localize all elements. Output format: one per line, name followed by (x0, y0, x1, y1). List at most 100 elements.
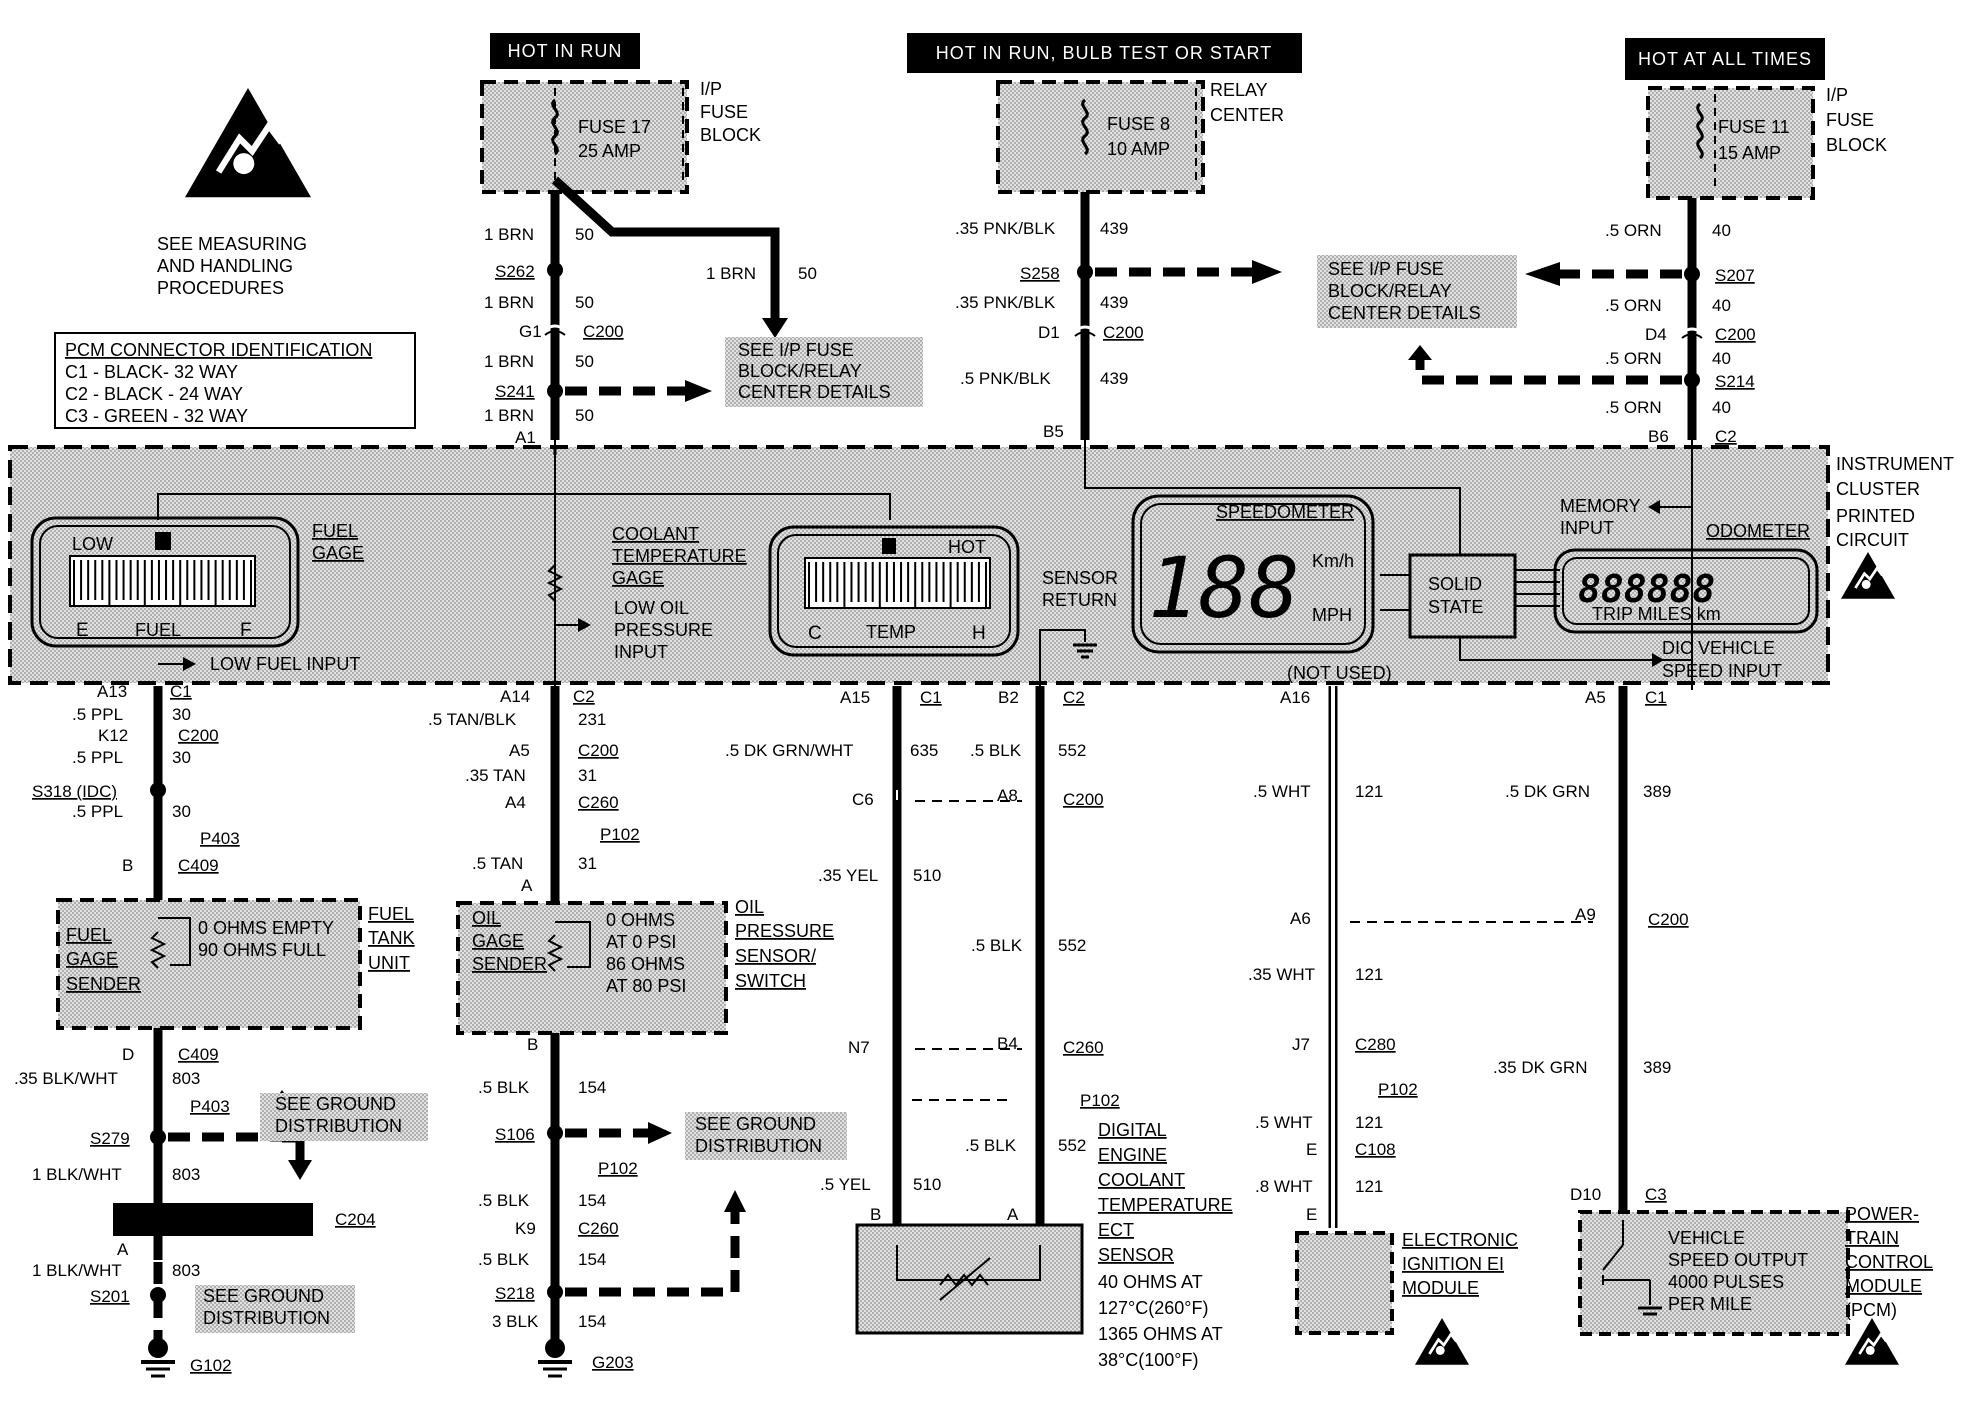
svg-text:FUSE: FUSE (1826, 110, 1874, 130)
svg-text:.5 DK GRN/WHT: .5 DK GRN/WHT (725, 741, 853, 760)
svg-text:.5 PPL: .5 PPL (72, 802, 123, 821)
svg-text:A13: A13 (97, 682, 127, 701)
speedometer: SPEEDOMETER 188 Km/h MPH (1131, 494, 1375, 654)
svg-text:154: 154 (578, 1078, 606, 1097)
svg-text:SPEED INPUT: SPEED INPUT (1662, 661, 1782, 681)
svg-text:C200: C200 (578, 741, 619, 760)
splice-s258: S258 (1020, 264, 1060, 283)
svg-text:BLOCK: BLOCK (700, 125, 761, 145)
svg-text:DISTRIBUTION: DISTRIBUTION (275, 1116, 402, 1136)
svg-text:40: 40 (1712, 221, 1731, 240)
fuse8-rating: 10 AMP (1107, 139, 1170, 159)
svg-text:I/P: I/P (700, 79, 722, 99)
svg-text:C6: C6 (852, 790, 874, 809)
svg-text:C200: C200 (1648, 910, 1689, 929)
svg-text:86 OHMS: 86 OHMS (606, 954, 685, 974)
svg-text:P102: P102 (1080, 1091, 1120, 1110)
svg-text:FUEL: FUEL (66, 925, 112, 945)
svg-text:389: 389 (1643, 1058, 1671, 1077)
fuel-gage: LOW E FUEL F FUEL GAGE LOW FUEL INPUT (30, 516, 364, 674)
svg-text:E: E (1306, 1140, 1317, 1159)
splice-s218: S218 (495, 1284, 535, 1303)
svg-text:.5 TAN/BLK: .5 TAN/BLK (428, 710, 517, 729)
svg-text:TRIP MILES km: TRIP MILES km (1592, 604, 1721, 624)
fuse17-rating: 25 AMP (578, 141, 641, 161)
fuse11-box: FUSE 11 15 AMP I/P FUSE BLOCK (1646, 85, 1887, 200)
fuse17-box: FUSE 17 25 AMP I/P FUSE BLOCK (480, 79, 761, 194)
splice-s207: S207 (1715, 266, 1755, 285)
svg-text:510: 510 (913, 866, 941, 885)
svg-text:HOT: HOT (948, 537, 986, 557)
pcm-connector-title: PCM CONNECTOR IDENTIFICATION (65, 340, 372, 360)
svg-text:RELAY: RELAY (1210, 80, 1268, 100)
svg-text:MODULE: MODULE (1845, 1276, 1922, 1296)
svg-text:G1: G1 (519, 322, 542, 341)
svg-text:803: 803 (172, 1261, 200, 1280)
svg-text:FUEL: FUEL (135, 620, 181, 640)
svg-text:A: A (1007, 1205, 1019, 1224)
svg-text:(PCM): (PCM) (1845, 1300, 1897, 1320)
svg-text:BLOCK/RELAY: BLOCK/RELAY (738, 361, 862, 381)
svg-text:SWITCH: SWITCH (735, 971, 806, 991)
svg-text:1 BRN: 1 BRN (706, 264, 756, 283)
svg-text:B: B (122, 856, 133, 875)
svg-text:.5 ORN: .5 ORN (1605, 398, 1662, 417)
svg-text:40: 40 (1712, 349, 1731, 368)
svg-text:121: 121 (1355, 782, 1383, 801)
svg-text:.35 WHT: .35 WHT (1248, 965, 1315, 984)
svg-text:SEE GROUND: SEE GROUND (695, 1114, 816, 1134)
svg-text:.5 PNK/BLK: .5 PNK/BLK (960, 369, 1051, 388)
svg-text:154: 154 (578, 1191, 606, 1210)
svg-text:INSTRUMENT: INSTRUMENT (1836, 454, 1954, 474)
svg-text:ENGINE: ENGINE (1098, 1145, 1167, 1165)
svg-text:K12: K12 (98, 726, 128, 745)
circuit-121: A16 .5 WHT 121 A6 .35 WHT 121 J7 C280 P1… (1248, 686, 1593, 1228)
circuit-635-510: A15 C1 .5 DK GRN/WHT 635 C6 .35 YEL 510 … (725, 686, 942, 1225)
splice-s279: S279 (90, 1129, 130, 1148)
svg-text:C2 - BLACK - 24 WAY: C2 - BLACK - 24 WAY (65, 384, 243, 404)
svg-text:.35 YEL: .35 YEL (818, 866, 878, 885)
svg-text:154: 154 (578, 1250, 606, 1269)
svg-text:TANK: TANK (368, 928, 415, 948)
svg-text:STATE: STATE (1428, 597, 1483, 617)
svg-text:552: 552 (1058, 741, 1086, 760)
svg-text:C200: C200 (583, 322, 624, 341)
circuit-389: A5 C1 .5 DK GRN 389 A9 C200 .35 DK GRN 3… (1493, 686, 1689, 1212)
svg-text:38°C(100°F): 38°C(100°F) (1098, 1350, 1198, 1370)
svg-text:121: 121 (1355, 1177, 1383, 1196)
svg-text:A4: A4 (505, 793, 526, 812)
svg-text:P403: P403 (190, 1097, 230, 1116)
svg-text:C200: C200 (1715, 325, 1756, 344)
svg-text:C409: C409 (178, 1045, 219, 1064)
svg-text:635: 635 (910, 741, 938, 760)
svg-text:E: E (76, 620, 89, 641)
svg-text:TRAIN: TRAIN (1845, 1228, 1899, 1248)
svg-text:PER MILE: PER MILE (1668, 1294, 1752, 1314)
svg-text:.35 PNK/BLK: .35 PNK/BLK (955, 219, 1056, 238)
svg-text:A16: A16 (1280, 688, 1310, 707)
svg-text:MODULE: MODULE (1402, 1278, 1479, 1298)
svg-text:C3: C3 (1645, 1185, 1667, 1204)
svg-text:50: 50 (575, 225, 594, 244)
svg-text:SENSOR/: SENSOR/ (735, 946, 816, 966)
svg-text:40: 40 (1712, 296, 1731, 315)
esd-warning-icon-ei (1413, 1316, 1471, 1367)
svg-text:C1: C1 (1645, 688, 1667, 707)
solid-state-module: SOLID STATE (1380, 553, 1560, 639)
svg-text:C260: C260 (1063, 1038, 1104, 1057)
svg-text:SEE GROUND: SEE GROUND (203, 1286, 324, 1306)
svg-text:1 BRN: 1 BRN (484, 352, 534, 371)
svg-text:SENDER: SENDER (472, 954, 547, 974)
svg-text:D1: D1 (1038, 323, 1060, 342)
svg-text:A8: A8 (997, 786, 1018, 805)
circuit-50: 1 BRN 50 1 BRN 50 S262 1 BRN 50 G1 C200 … (484, 176, 817, 447)
svg-text:ELECTRONIC: ELECTRONIC (1402, 1230, 1518, 1250)
fuse8-name: FUSE 8 (1107, 114, 1170, 134)
svg-text:1 BRN: 1 BRN (484, 406, 534, 425)
svg-text:.5 TAN: .5 TAN (472, 854, 523, 873)
svg-text:PRESSURE: PRESSURE (735, 921, 834, 941)
svg-text:D: D (122, 1045, 134, 1064)
svg-text:B4: B4 (997, 1034, 1018, 1053)
svg-text:.5 BLK: .5 BLK (965, 1136, 1017, 1155)
circuit-439: .35 PNK/BLK 439 S258 .35 PNK/BLK 439 D1 … (955, 192, 1282, 441)
